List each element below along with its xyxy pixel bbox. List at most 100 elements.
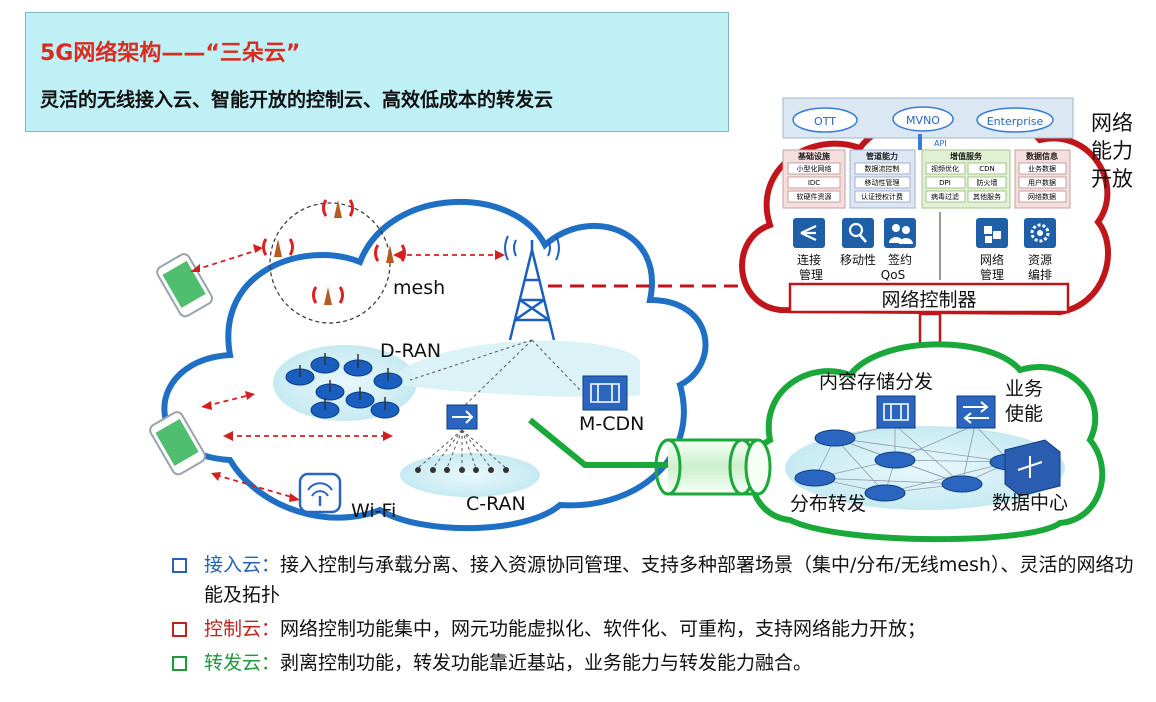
page-subtitle: 灵活的无线接入云、智能开放的控制云、高效低成本的转发云 bbox=[40, 89, 554, 111]
wifi-label: Wi-Fi bbox=[351, 500, 396, 522]
content-storage-icon bbox=[876, 395, 916, 429]
bullet-forward-text: 剥离控制功能，转发功能靠近基站，业务能力与转发能力融合。 bbox=[280, 652, 813, 674]
magnifier-icon bbox=[842, 218, 874, 248]
svg-text:管道能力: 管道能力 bbox=[866, 151, 898, 161]
pipe-connector bbox=[654, 438, 772, 496]
svg-text:数据流控制: 数据流控制 bbox=[865, 164, 900, 173]
tenant-ott: OTT bbox=[814, 115, 836, 128]
forward-link bbox=[528, 417, 700, 468]
cran-rrus bbox=[415, 467, 509, 473]
svg-text:CDN: CDN bbox=[979, 165, 995, 173]
bullet-control: 控制云：网络控制功能集中，网元功能虚拟化、软件化、可重构，支持网络能力开放； bbox=[172, 614, 1142, 644]
openness-line-1: 网络 bbox=[1091, 111, 1133, 135]
bullet-forward: 转发云：剥离控制功能，转发功能靠近基站，业务能力与转发能力融合。 bbox=[172, 648, 1142, 678]
openness-line-3: 开放 bbox=[1091, 167, 1133, 191]
svg-text:软硬件资源: 软硬件资源 bbox=[797, 192, 832, 201]
api-label: API bbox=[934, 139, 947, 148]
bullet-control-square bbox=[172, 622, 187, 637]
svg-text:移动性管理: 移动性管理 bbox=[865, 178, 900, 187]
gear-icon bbox=[1024, 218, 1056, 248]
bullet-list: 接入云：接入控制与承载分离、接入资源协同管理、支持多种部署场景（集中/分布/无线… bbox=[172, 550, 1142, 682]
content-label: 内容存储分发 bbox=[819, 371, 933, 393]
phone-icon bbox=[149, 411, 206, 476]
svg-text:增值服务: 增值服务 bbox=[950, 151, 983, 161]
bullet-forward-term: 转发云： bbox=[204, 652, 281, 674]
func-label-network: 网络 bbox=[980, 252, 1004, 267]
forward-core-area bbox=[785, 426, 1065, 510]
beam-area bbox=[400, 340, 640, 397]
mesh-antenna-icon bbox=[321, 199, 355, 218]
svg-text:用户数据: 用户数据 bbox=[1028, 178, 1056, 187]
dran-stations bbox=[285, 356, 403, 419]
category-pipe: 管道能力 数据流控制 移动性管理 认证授权计费 bbox=[849, 149, 916, 209]
business-label-1: 业务 bbox=[1005, 378, 1043, 400]
bottom-label-mgmt: 管理 bbox=[799, 267, 823, 282]
tenant-enterprise: Enterprise bbox=[987, 115, 1044, 128]
bullet-access-square bbox=[172, 558, 187, 573]
business-label-2: 使能 bbox=[1005, 403, 1043, 425]
svg-text:网络数据: 网络数据 bbox=[1028, 192, 1056, 201]
tenant-mvno: MVNO bbox=[906, 114, 940, 127]
bullet-forward-square bbox=[172, 656, 187, 671]
dran-label: D-RAN bbox=[380, 340, 441, 362]
cubes-icon bbox=[976, 218, 1008, 248]
bullet-control-text: 网络控制功能集中，网元功能虚拟化、软件化、可重构，支持网络能力开放； bbox=[280, 618, 927, 640]
svg-text:DPI: DPI bbox=[939, 179, 951, 187]
svg-text:数据信息: 数据信息 bbox=[1026, 151, 1058, 161]
category-value: 增值服务 视频优化 CDN DPI 防火墙 病毒过滤 其他服务 bbox=[921, 149, 1011, 209]
svg-text:防火墙: 防火墙 bbox=[977, 178, 998, 187]
bullet-control-term: 控制云： bbox=[204, 618, 281, 640]
control-cloud bbox=[739, 111, 1111, 316]
mcdn-icon bbox=[582, 375, 628, 411]
svg-text:小型化网络: 小型化网络 bbox=[797, 164, 832, 173]
mesh-antenna-icon bbox=[261, 238, 295, 257]
bottom-label-orchestration: 编排 bbox=[1028, 267, 1052, 282]
cran-links bbox=[417, 429, 507, 469]
phone-icon bbox=[156, 253, 213, 318]
mesh-antenna-icon bbox=[373, 244, 407, 263]
beam-lines bbox=[409, 339, 581, 411]
bullet-access-text: 接入控制与承载分离、接入资源协同管理、支持多种部署场景（集中/分布/无线mesh… bbox=[204, 554, 1134, 606]
datacenter-icon bbox=[1004, 439, 1061, 497]
openness-line-2: 能力 bbox=[1091, 139, 1133, 163]
svg-text:基础设施: 基础设施 bbox=[797, 151, 830, 161]
category-basic: 基础设施 小型化网络 IDC 软硬件资源 bbox=[782, 149, 846, 209]
svg-text:病毒过滤: 病毒过滤 bbox=[931, 192, 959, 201]
mcdn-label: M-CDN bbox=[579, 413, 644, 435]
category-data: 数据信息 业务数据 用户数据 网络数据 bbox=[1014, 149, 1071, 209]
radio-arrowheads bbox=[190, 244, 505, 502]
svg-text:业务数据: 业务数据 bbox=[1028, 164, 1056, 173]
func-label-subscription: 签约 bbox=[888, 252, 912, 267]
architecture-diagram: mesh D-RAN bbox=[149, 97, 1133, 543]
title-box: 5G网络架构——“三朵云” 灵活的无线接入云、智能开放的控制云、高效低成本的转发… bbox=[25, 12, 729, 132]
tenant-clouds bbox=[792, 106, 1054, 133]
page-title: 5G网络架构——“三朵云” bbox=[40, 41, 301, 66]
connection-icon bbox=[793, 218, 825, 248]
cran-hub-icon bbox=[446, 404, 478, 430]
func-label-resource: 资源 bbox=[1028, 253, 1052, 267]
network-controller bbox=[788, 282, 1070, 314]
func-label-connect: 连接 bbox=[797, 252, 821, 267]
bottom-label-qos: QoS bbox=[881, 268, 905, 282]
cran-area bbox=[400, 453, 540, 497]
controller-label: 网络控制器 bbox=[881, 289, 976, 311]
tower-icon bbox=[504, 235, 560, 341]
svg-text:其他服务: 其他服务 bbox=[973, 192, 1001, 201]
datacenter-label: 数据中心 bbox=[992, 492, 1068, 514]
func-label-mobility: 移动性 bbox=[840, 253, 876, 267]
mesh-label: mesh bbox=[393, 277, 445, 299]
svg-text:IDC: IDC bbox=[808, 179, 820, 187]
business-switch-icon bbox=[956, 395, 996, 429]
bullet-access: 接入云：接入控制与承载分离、接入资源协同管理、支持多种部署场景（集中/分布/无线… bbox=[172, 550, 1142, 610]
distributed-label: 分布转发 bbox=[790, 493, 866, 515]
bullet-access-term: 接入云： bbox=[204, 554, 281, 576]
svg-text:视频优化: 视频优化 bbox=[931, 164, 959, 173]
svg-text:认证授权计费: 认证授权计费 bbox=[861, 192, 903, 201]
bottom-label-mgmt2: 管理 bbox=[980, 267, 1004, 282]
users-icon bbox=[884, 218, 916, 248]
dran-masts bbox=[299, 353, 389, 410]
mesh-antenna-icon bbox=[311, 286, 345, 305]
wifi-router-icon bbox=[298, 472, 342, 514]
cran-label: C-RAN bbox=[466, 493, 526, 515]
radio-links bbox=[194, 249, 500, 499]
